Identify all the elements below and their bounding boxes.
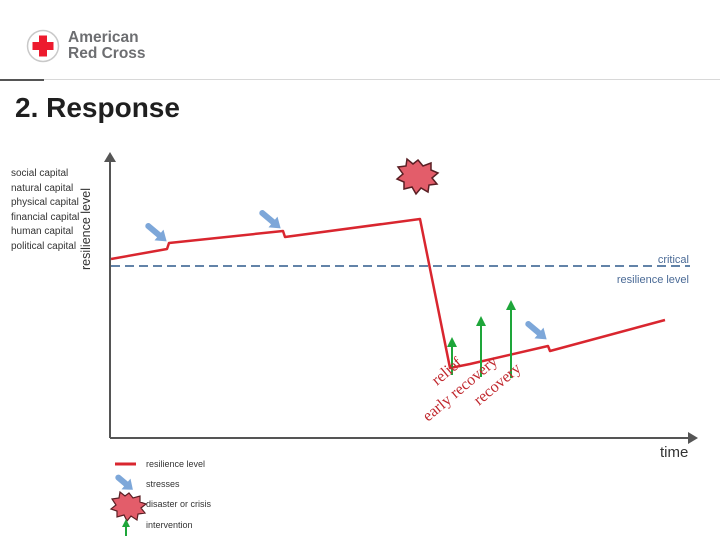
critical-label-line2: resilience level [616,274,689,286]
header-divider [44,79,720,80]
disaster-starburst-icon [395,157,440,196]
y-axis-arrowhead [104,152,116,162]
x-axis-label: time [660,444,689,461]
legend-green-arrow-icon [122,519,130,536]
stress-arrow-icon [259,210,281,229]
red-cross-icon [26,29,60,63]
critical-label-line1: critical [657,254,689,266]
stress-arrow-icon [145,223,167,242]
capital-item: natural capital [11,182,74,194]
resilience-curve [110,217,666,370]
legend-label: stresses [146,479,180,489]
capital-list: social capital natural capital physical … [11,167,79,255]
critical-level-label: critical resilience level [617,250,689,290]
capital-item: social capital [11,168,69,179]
header-accent-divider [0,79,44,81]
page-title: 2. Response [15,92,180,123]
capital-item: political capital [11,240,77,252]
stress-arrow-icon [525,321,547,340]
intervention-arrow-icon [447,337,457,375]
intervention-arrow-icon [506,300,516,378]
legend-blue-arrow-icon [115,474,133,490]
logo-text-line2: Red Cross [68,45,146,62]
capital-item: physical capital [11,197,79,209]
capital-item: human capital [11,226,74,238]
capital-item: financial capital [11,211,80,223]
legend-label: intervention [146,520,193,530]
legend-starburst-icon [109,490,148,523]
logo-text-line1: American [68,29,139,46]
legend-label: disaster or crisis [146,499,212,509]
intervention-arrow-icon [476,316,486,377]
legend-label: resilience level [146,459,206,469]
x-axis-arrowhead [688,432,698,444]
